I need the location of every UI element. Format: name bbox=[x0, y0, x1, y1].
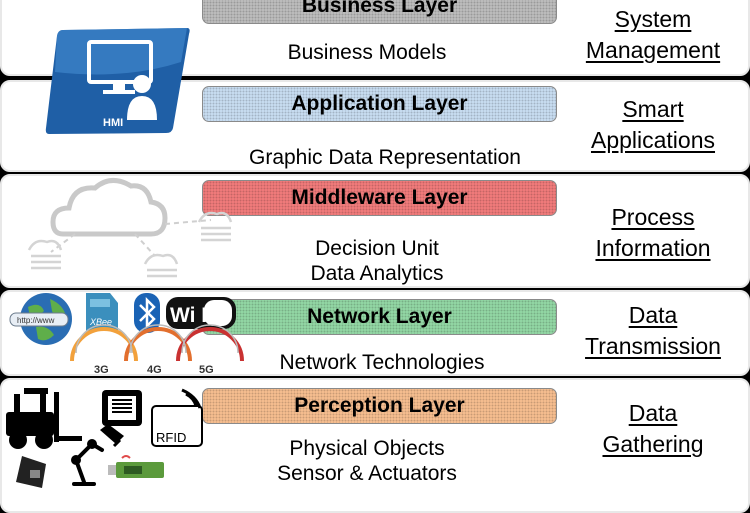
application-layer-title: Application Layer bbox=[202, 86, 557, 122]
rfid-tag-icon: RFID bbox=[151, 388, 203, 447]
scanner-device-icon bbox=[16, 456, 46, 488]
xbee-module-icon: XBee bbox=[86, 293, 118, 331]
application-layer-function: Smart Applications bbox=[590, 96, 716, 153]
business-layer-function: System Management bbox=[585, 6, 721, 63]
middleware-layer-band: Middleware Layer Decision Unit Data Anal… bbox=[0, 174, 750, 288]
perception-layer-title: Perception Layer bbox=[202, 388, 557, 424]
application-layer-band: Application Layer Graphic Data Represent… bbox=[0, 80, 750, 172]
globe-web-icon: http://www bbox=[9, 293, 72, 345]
perception-layer-function: Data Gathering bbox=[602, 400, 704, 457]
bluetooth-icon bbox=[134, 293, 160, 333]
hmi-monitor-icon: HMI bbox=[45, 28, 190, 134]
forklift-icon bbox=[6, 388, 82, 449]
perception-layer-band: Perception Layer Physical Objects Sensor… bbox=[0, 378, 750, 513]
network-technologies-icons: http://www XBee Wi Fi 3G 4G bbox=[6, 291, 246, 377]
web-address-label: http://www bbox=[17, 316, 55, 325]
sensor-board-icon bbox=[108, 455, 164, 478]
network-layer-function: Data Transmission bbox=[585, 302, 721, 359]
physical-objects-icons: RFID bbox=[4, 384, 214, 496]
gauge-label-5g: 5G bbox=[199, 364, 214, 376]
rfid-label: RFID bbox=[156, 430, 186, 445]
business-layer-title: Business Layer bbox=[202, 0, 557, 24]
gauge-label-4g: 4G bbox=[147, 364, 162, 376]
network-layer-description: Network Technologies bbox=[279, 351, 485, 374]
robot-arm-icon bbox=[71, 439, 104, 486]
business-layer-description: Business Models bbox=[287, 41, 447, 64]
application-layer-description: Graphic Data Representation bbox=[249, 146, 521, 169]
middleware-layer-title: Middleware Layer bbox=[202, 180, 557, 216]
xbee-label: XBee bbox=[89, 317, 112, 327]
network-layer-title: Network Layer bbox=[202, 299, 557, 335]
middleware-layer-function: Process Information bbox=[595, 204, 711, 261]
gauge-label-3g: 3G bbox=[94, 364, 109, 376]
network-layer-band: Network Layer Network Technologies Data … bbox=[0, 290, 750, 376]
wifi-icon: Wi Fi bbox=[166, 297, 236, 329]
speed-gauge-icons bbox=[70, 324, 244, 362]
wifi-label: Wi Fi bbox=[170, 304, 220, 327]
middleware-layer-description: Decision Unit Data Analytics bbox=[310, 237, 444, 285]
cloud-network-icon bbox=[15, 168, 245, 283]
hmi-label: HMI bbox=[103, 117, 123, 129]
sensor-device-icon bbox=[100, 390, 142, 448]
perception-layer-description: Physical Objects Sensor & Actuators bbox=[277, 437, 457, 485]
